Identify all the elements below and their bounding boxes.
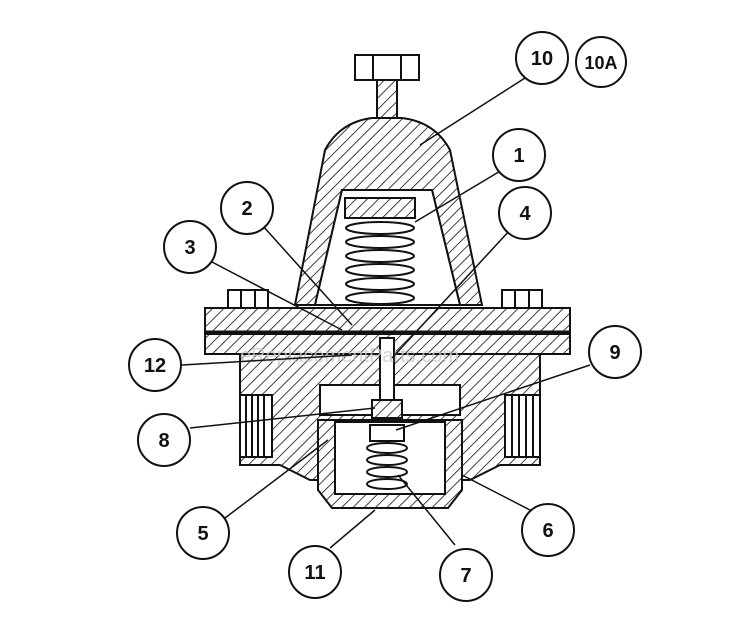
callout-10: 10 (515, 31, 569, 85)
lower-spring (366, 424, 408, 490)
callout-3: 3 (163, 220, 217, 274)
callout-4: 4 (498, 186, 552, 240)
svg-text:2: 2 (241, 198, 252, 220)
svg-text:7: 7 (460, 565, 471, 587)
svg-text:1: 1 (513, 145, 524, 167)
svg-text:11: 11 (304, 562, 325, 584)
callout-10a: 10A (575, 36, 627, 88)
svg-text:8: 8 (158, 430, 169, 452)
svg-text:10A: 10A (584, 53, 617, 73)
regulator-drawing (204, 54, 571, 509)
callout-12: 12 (128, 338, 182, 392)
callout-11: 11 (288, 545, 342, 599)
svg-text:4: 4 (519, 203, 531, 225)
threaded-ports (239, 394, 541, 458)
valve-disc (371, 399, 403, 419)
svg-text:6: 6 (542, 520, 553, 542)
callout-8: 8 (137, 413, 191, 467)
svg-text:9: 9 (609, 342, 620, 364)
spring-button (344, 197, 416, 219)
flange-upper (204, 307, 571, 333)
callout-9: 9 (588, 325, 642, 379)
callout-2: 2 (220, 181, 274, 235)
bonnet (293, 117, 484, 306)
callout-5: 5 (176, 506, 230, 560)
callout-1: 1 (492, 128, 546, 182)
svg-text:12: 12 (144, 355, 166, 377)
callout-7: 7 (439, 548, 493, 602)
svg-text:10: 10 (531, 48, 553, 70)
watermark: eReplacementParts.com (240, 345, 459, 367)
svg-text:3: 3 (184, 237, 195, 259)
svg-text:5: 5 (197, 523, 208, 545)
callout-6: 6 (521, 503, 575, 557)
leader-lines (181, 77, 591, 549)
upper-spring (345, 221, 415, 305)
